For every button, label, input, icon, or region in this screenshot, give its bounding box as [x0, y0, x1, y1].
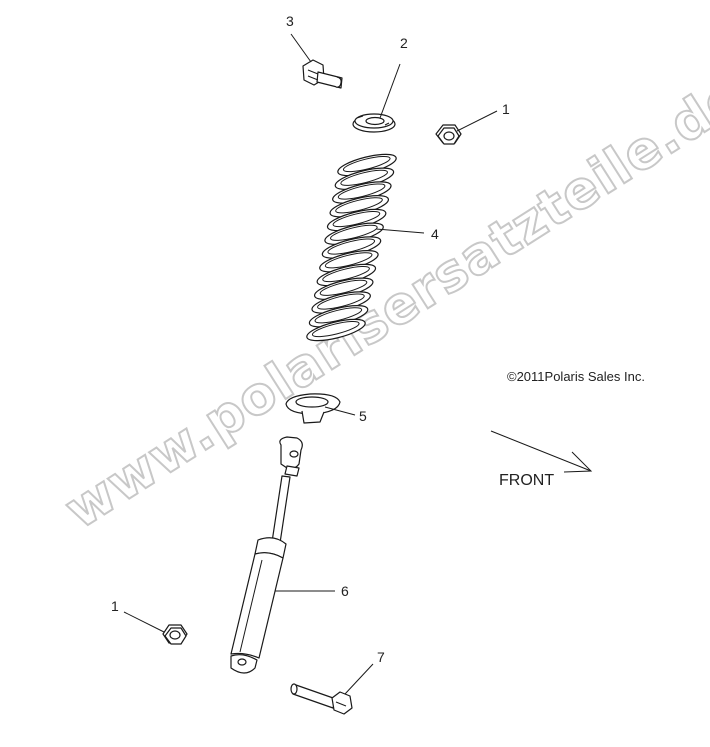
callout-3: 3: [286, 13, 294, 29]
spring-coil-inner: [311, 320, 360, 338]
spring-coil-inner: [327, 238, 376, 255]
spring-coil-inner: [317, 293, 365, 310]
spring-coil-inner: [332, 210, 381, 228]
watermark-text: www.polarisersatzteile.de: [55, 65, 710, 541]
spring-seat-washer: [352, 113, 396, 133]
spring-coil-inner: [314, 307, 363, 324]
callout-7: 7: [377, 649, 385, 665]
spring-coil-inner: [335, 197, 383, 214]
callout-1-top: 1: [502, 101, 510, 117]
callout-2: 2: [400, 35, 408, 51]
front-arrow: [490, 430, 593, 473]
spring-coil-inner: [319, 279, 368, 296]
spring-coil-inner: [324, 252, 373, 269]
front-label: FRONT: [499, 472, 554, 489]
callout-6: 6: [341, 583, 349, 599]
spring-coil-inner: [340, 169, 388, 186]
coil-spring: [306, 153, 397, 342]
spring-coil-inner: [330, 224, 378, 241]
callout-4: 4: [431, 226, 439, 242]
flange-nut-bottom: [162, 624, 188, 645]
bolt-bottom: [290, 683, 353, 715]
spring-coil-inner: [342, 155, 391, 173]
bolt-top: [302, 59, 343, 89]
spring-coil-inner: [322, 265, 370, 283]
spring-coil-inner: [337, 183, 386, 200]
callout-1-bottom: 1: [111, 598, 119, 614]
copyright-text: ©2011Polaris Sales Inc.: [507, 369, 645, 384]
shock-absorber: [230, 436, 303, 674]
callout-5: 5: [359, 408, 367, 424]
leader-lines: [123, 33, 498, 695]
spring-coil: [306, 318, 366, 342]
spring-retainer: [285, 393, 341, 424]
flange-nut-top: [435, 124, 462, 145]
